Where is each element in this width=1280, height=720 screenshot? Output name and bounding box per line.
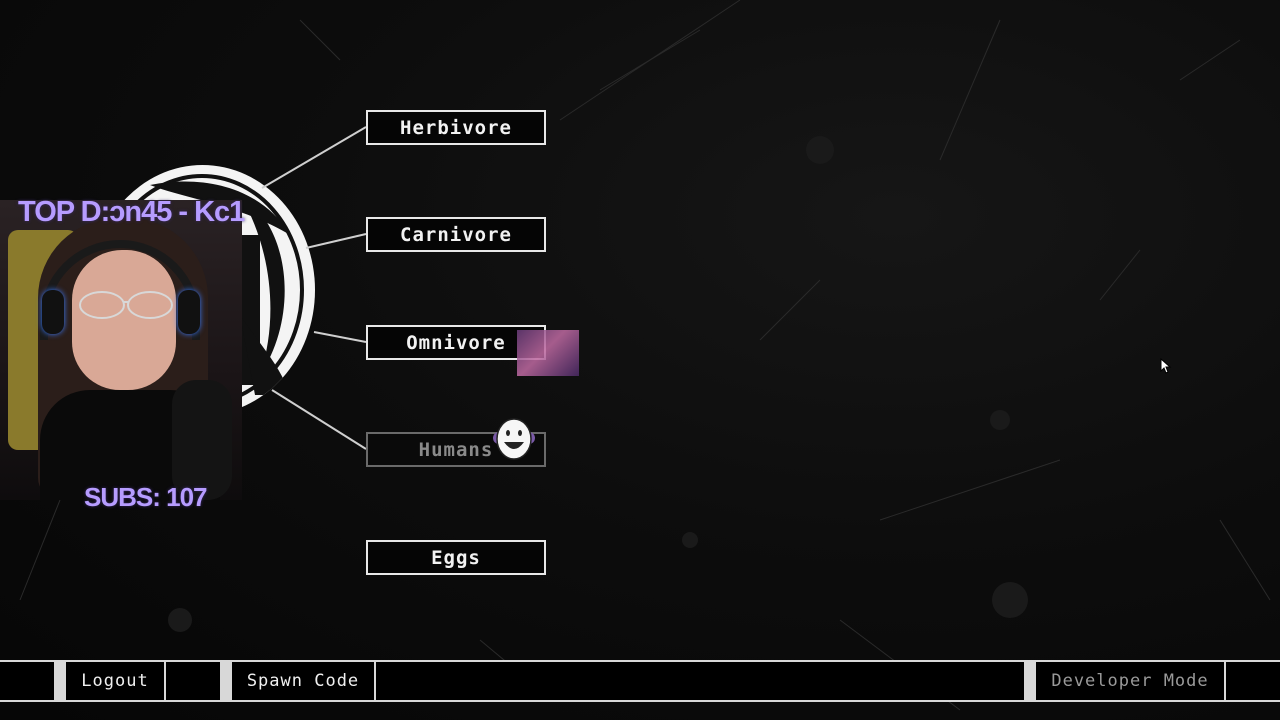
developer-mode-button[interactable]: Developer Mode [1024, 662, 1226, 700]
logout-button[interactable]: Logout [54, 662, 166, 700]
herbivore-button[interactable]: Herbivore [366, 110, 546, 145]
developer-mode-label: Developer Mode [1036, 662, 1226, 700]
webcam-overlay [0, 200, 242, 500]
spawn-code-label: Spawn Code [232, 662, 376, 700]
logout-tab-marker [54, 662, 66, 700]
microphone-icon [172, 380, 232, 500]
headset-ear-right [178, 290, 200, 334]
carnivore-button[interactable]: Carnivore [366, 217, 546, 252]
subs-count-label: SUBS: 107 [84, 482, 207, 512]
developer-mode-tab-marker [1024, 662, 1036, 700]
stream-thumbnail-overlay [517, 330, 579, 376]
headset-ear-left [42, 290, 64, 334]
bottom-toolbar: Logout Spawn Code Developer Mode [0, 660, 1280, 702]
grinning-face-icon [493, 418, 535, 460]
top-donator-label: TOP D:ɔn45 - Kc1 [18, 196, 245, 228]
logout-label: Logout [66, 662, 166, 700]
spawn-code-button[interactable]: Spawn Code [220, 662, 376, 700]
eggs-button[interactable]: Eggs [366, 540, 546, 575]
mouse-pointer-icon [1160, 358, 1172, 374]
omnivore-button[interactable]: Omnivore [366, 325, 546, 360]
spawn-code-tab-marker [220, 662, 232, 700]
